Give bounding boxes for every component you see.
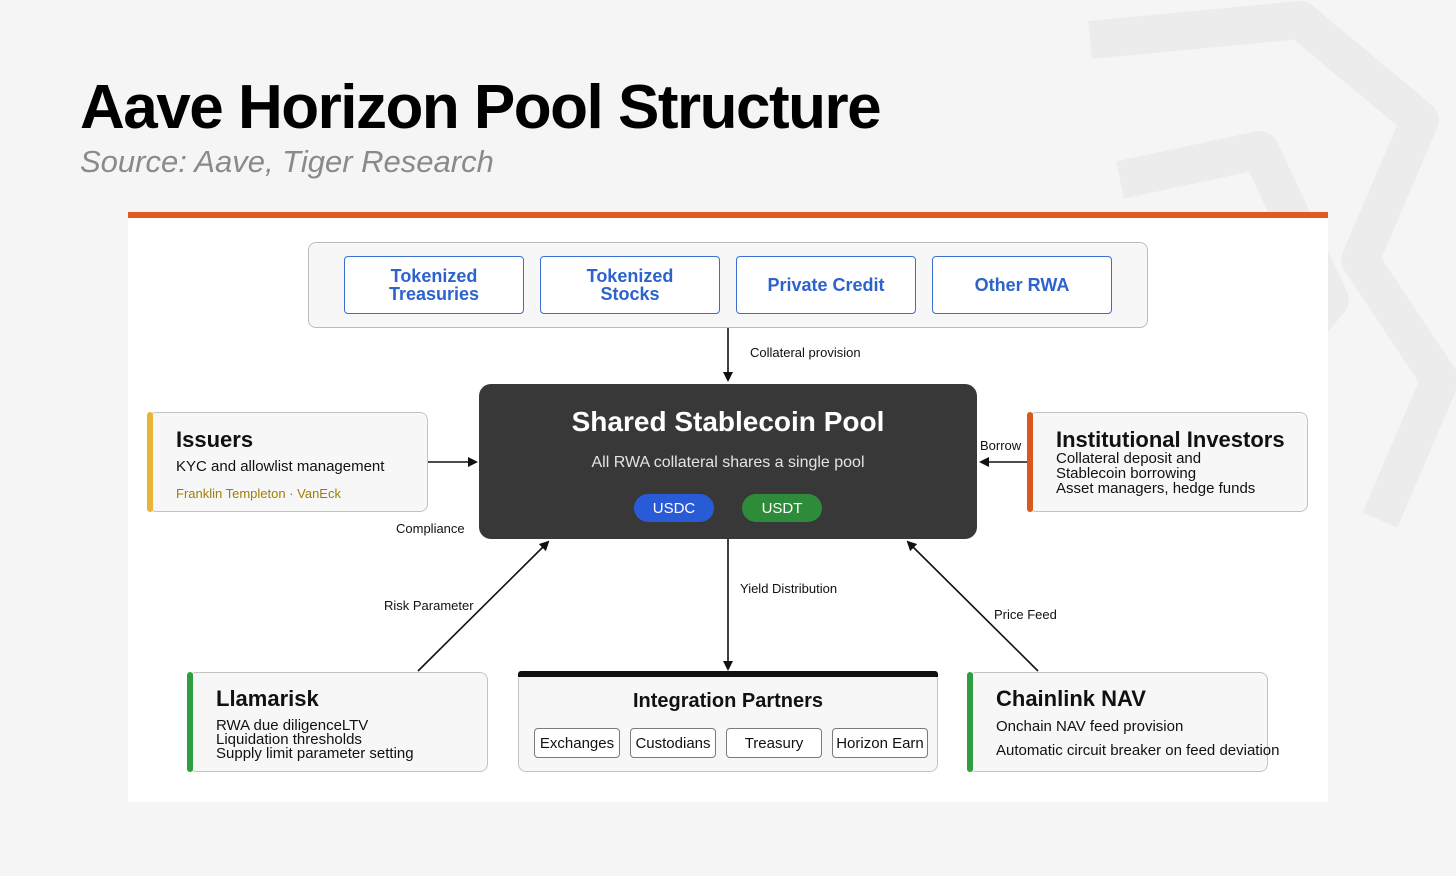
pool-title: Shared Stablecoin Pool [571, 406, 885, 437]
shared-stablecoin-pool [479, 384, 977, 539]
llamarisk-line-1: RWA due diligenceLTV [216, 717, 369, 734]
compliance-label: Compliance [396, 521, 465, 536]
integration-topbar [518, 671, 938, 677]
investors-stripe [1027, 412, 1033, 512]
issuers-stripe [147, 412, 153, 512]
investors-line-1: Collateral deposit and [1056, 450, 1202, 467]
usdt-badge: USDT [742, 494, 822, 522]
risk-label: Risk Parameter [384, 598, 474, 613]
llamarisk-title: Llamarisk [216, 686, 319, 711]
issuers-card [148, 412, 428, 512]
chainlink-card [968, 672, 1268, 772]
llamarisk-stripe [187, 672, 193, 772]
price-label: Price Feed [994, 607, 1057, 622]
yield-label: Yield Distribution [740, 581, 838, 596]
chainlink-stripe [967, 672, 973, 772]
chainlink-line-1: Onchain NAV feed provision [996, 718, 1184, 735]
rwa-tokenized-treasuries: Tokenized Treasuries [344, 256, 524, 314]
chainlink-title: Chainlink NAV [996, 686, 1146, 711]
partner-exchanges: Exchanges [534, 728, 620, 758]
partner-horizon-earn: Horizon Earn [832, 728, 928, 758]
investors-card [1028, 412, 1308, 512]
pool-subtitle: All RWA collateral shares a single pool [591, 454, 865, 471]
rwa-private-credit: Private Credit [736, 256, 916, 314]
rwa-other: Other RWA [932, 256, 1112, 314]
investors-line-3: Asset managers, hedge funds [1056, 480, 1256, 497]
partner-treasury: Treasury [726, 728, 822, 758]
chainlink-line-2: Automatic circuit breaker on feed deviat… [996, 742, 1280, 759]
issuers-examples: Franklin Templeton · VanEck [176, 486, 341, 501]
integration-title: Integration Partners [632, 690, 824, 712]
borrow-label: Borrow [980, 438, 1022, 453]
page-title: Aave Horizon Pool Structure [80, 73, 882, 142]
partner-custodians: Custodians [630, 728, 716, 758]
issuers-desc: KYC and allowlist management [176, 458, 385, 475]
llamarisk-line-2: Liquidation thresholds [216, 731, 362, 748]
usdc-badge: USDC [634, 494, 714, 522]
llamarisk-card [188, 672, 488, 772]
collateral-label: Collateral provision [750, 345, 861, 360]
issuers-title: Issuers [176, 427, 254, 452]
rwa-tokenized-stocks: Tokenized Stocks [540, 256, 720, 314]
page-source: Source: Aave, Tiger Research [80, 144, 494, 179]
investors-line-2: Stablecoin borrowing [1056, 465, 1197, 482]
llamarisk-line-3: Supply limit parameter setting [216, 745, 414, 762]
accent-bar [128, 212, 1328, 218]
investors-title: Institutional Investors [1056, 427, 1285, 452]
